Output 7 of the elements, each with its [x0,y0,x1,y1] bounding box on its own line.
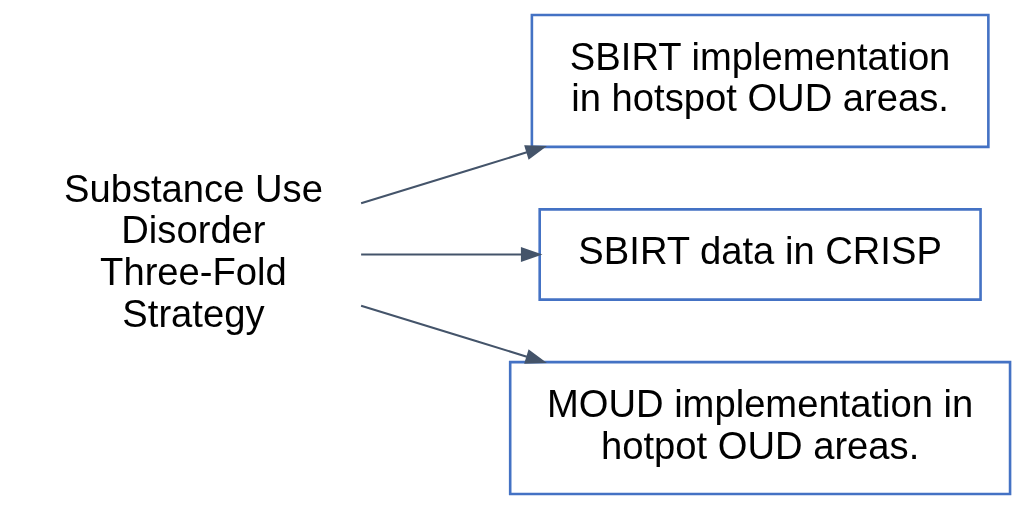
node-box: SBIRT implementation in hotspot OUD areas. [530,13,990,149]
arrow [360,145,547,205]
arrow [360,246,542,263]
node-box: MOUD implementation in hotpot OUD areas. [508,360,1011,496]
node-text: Substance Use Disorder Three-Fold Strategy [63,166,323,335]
arrow [360,304,547,364]
node-box: SBIRT data in CRISP [537,208,982,301]
